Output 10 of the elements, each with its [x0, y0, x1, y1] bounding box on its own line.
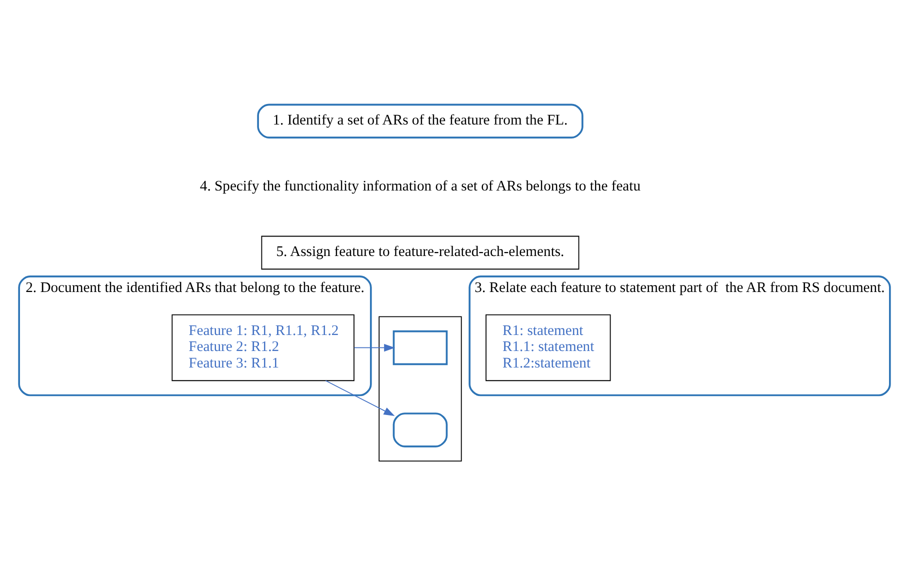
cluster	[378, 316, 462, 461]
node-box	[392, 412, 448, 447]
node-box: R1: statement R1.1: statement R1.2:statement	[486, 314, 611, 381]
arrow	[354, 343, 396, 352]
node-box: 1. Identify a set of ARs of the feature from the FL.	[257, 103, 584, 138]
label: 4. Specify the functionality information of a set of ARs belongs to the featu	[200, 178, 641, 194]
node-box	[392, 330, 448, 365]
node-box: Feature 1: R1, R1.1, R1.2 Feature 2: R1.2 Feature 3: R1.1	[172, 314, 354, 381]
arrow	[325, 380, 395, 416]
node-box: 5. Assign feature to feature-related-ach-elements.	[261, 235, 580, 270]
